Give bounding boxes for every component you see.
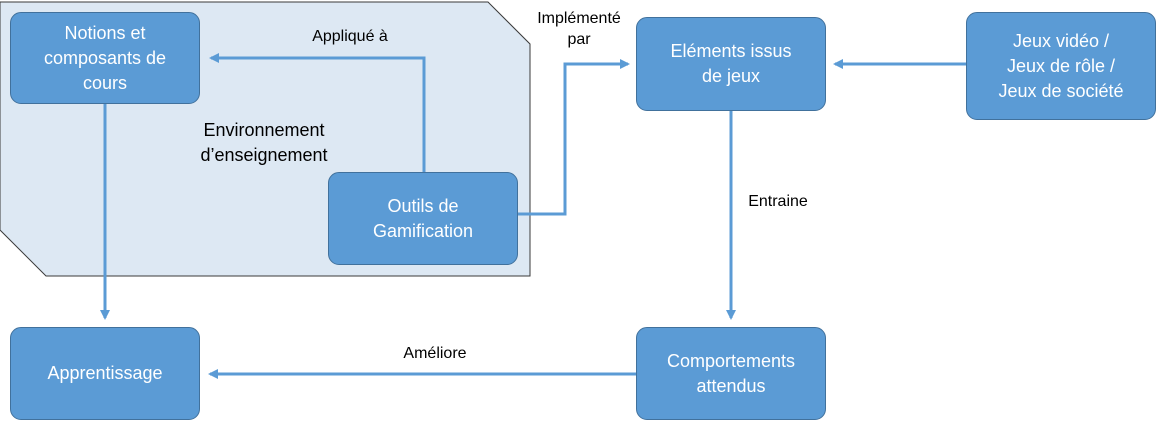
- edge-outils-to-notions: [209, 53, 426, 172]
- edge-label-implemente: Implémenté par: [520, 8, 638, 50]
- edge-label-applique-text: Appliqué à: [312, 28, 388, 45]
- node-jeux-line2: Jeux de rôle /: [1006, 55, 1116, 76]
- edge-label-ameliore-text: Améliore: [403, 345, 467, 362]
- node-notions: Notions et composants de cours: [10, 12, 200, 104]
- node-apprentissage-line1: Apprentissage: [47, 363, 163, 383]
- node-notions-line1: Notions et: [64, 22, 146, 43]
- edge-label-ameliore: Améliore: [375, 343, 495, 364]
- node-elements: Eléments issus de jeux: [636, 17, 826, 111]
- region-label: Environnement d’enseignement: [180, 118, 348, 168]
- edge-outils-to-elements: [518, 59, 630, 216]
- edge-label-applique: Appliqué à: [290, 26, 410, 47]
- node-comportements-line1: Comportements: [666, 350, 796, 371]
- region-label-line2: d’enseignement: [200, 145, 328, 165]
- node-jeux-line3: Jeux de société: [998, 80, 1124, 101]
- edge-label-implemente-line1: Implémenté: [537, 10, 621, 27]
- edge-label-implemente-line2: par: [567, 31, 591, 48]
- region-label-line1: Environnement: [203, 120, 325, 140]
- edge-label-entraine: Entraine: [730, 191, 826, 212]
- node-notions-line3: cours: [82, 72, 127, 93]
- node-elements-line1: Eléments issus: [670, 41, 792, 61]
- node-jeux: Jeux vidéo / Jeux de rôle / Jeux de soci…: [966, 12, 1156, 120]
- node-outils-line2: Gamification: [372, 220, 474, 241]
- node-comportements: Comportements attendus: [636, 327, 826, 420]
- node-outils-line1: Outils de: [387, 195, 459, 216]
- node-outils: Outils de Gamification: [328, 172, 518, 265]
- node-apprentissage: Apprentissage: [10, 327, 200, 420]
- node-jeux-line1: Jeux vidéo /: [1012, 30, 1110, 51]
- node-notions-line2: composants de: [43, 47, 167, 68]
- node-elements-line2: de jeux: [701, 66, 761, 86]
- edge-label-entraine-text: Entraine: [748, 193, 808, 210]
- node-comportements-line2: attendus: [696, 375, 766, 396]
